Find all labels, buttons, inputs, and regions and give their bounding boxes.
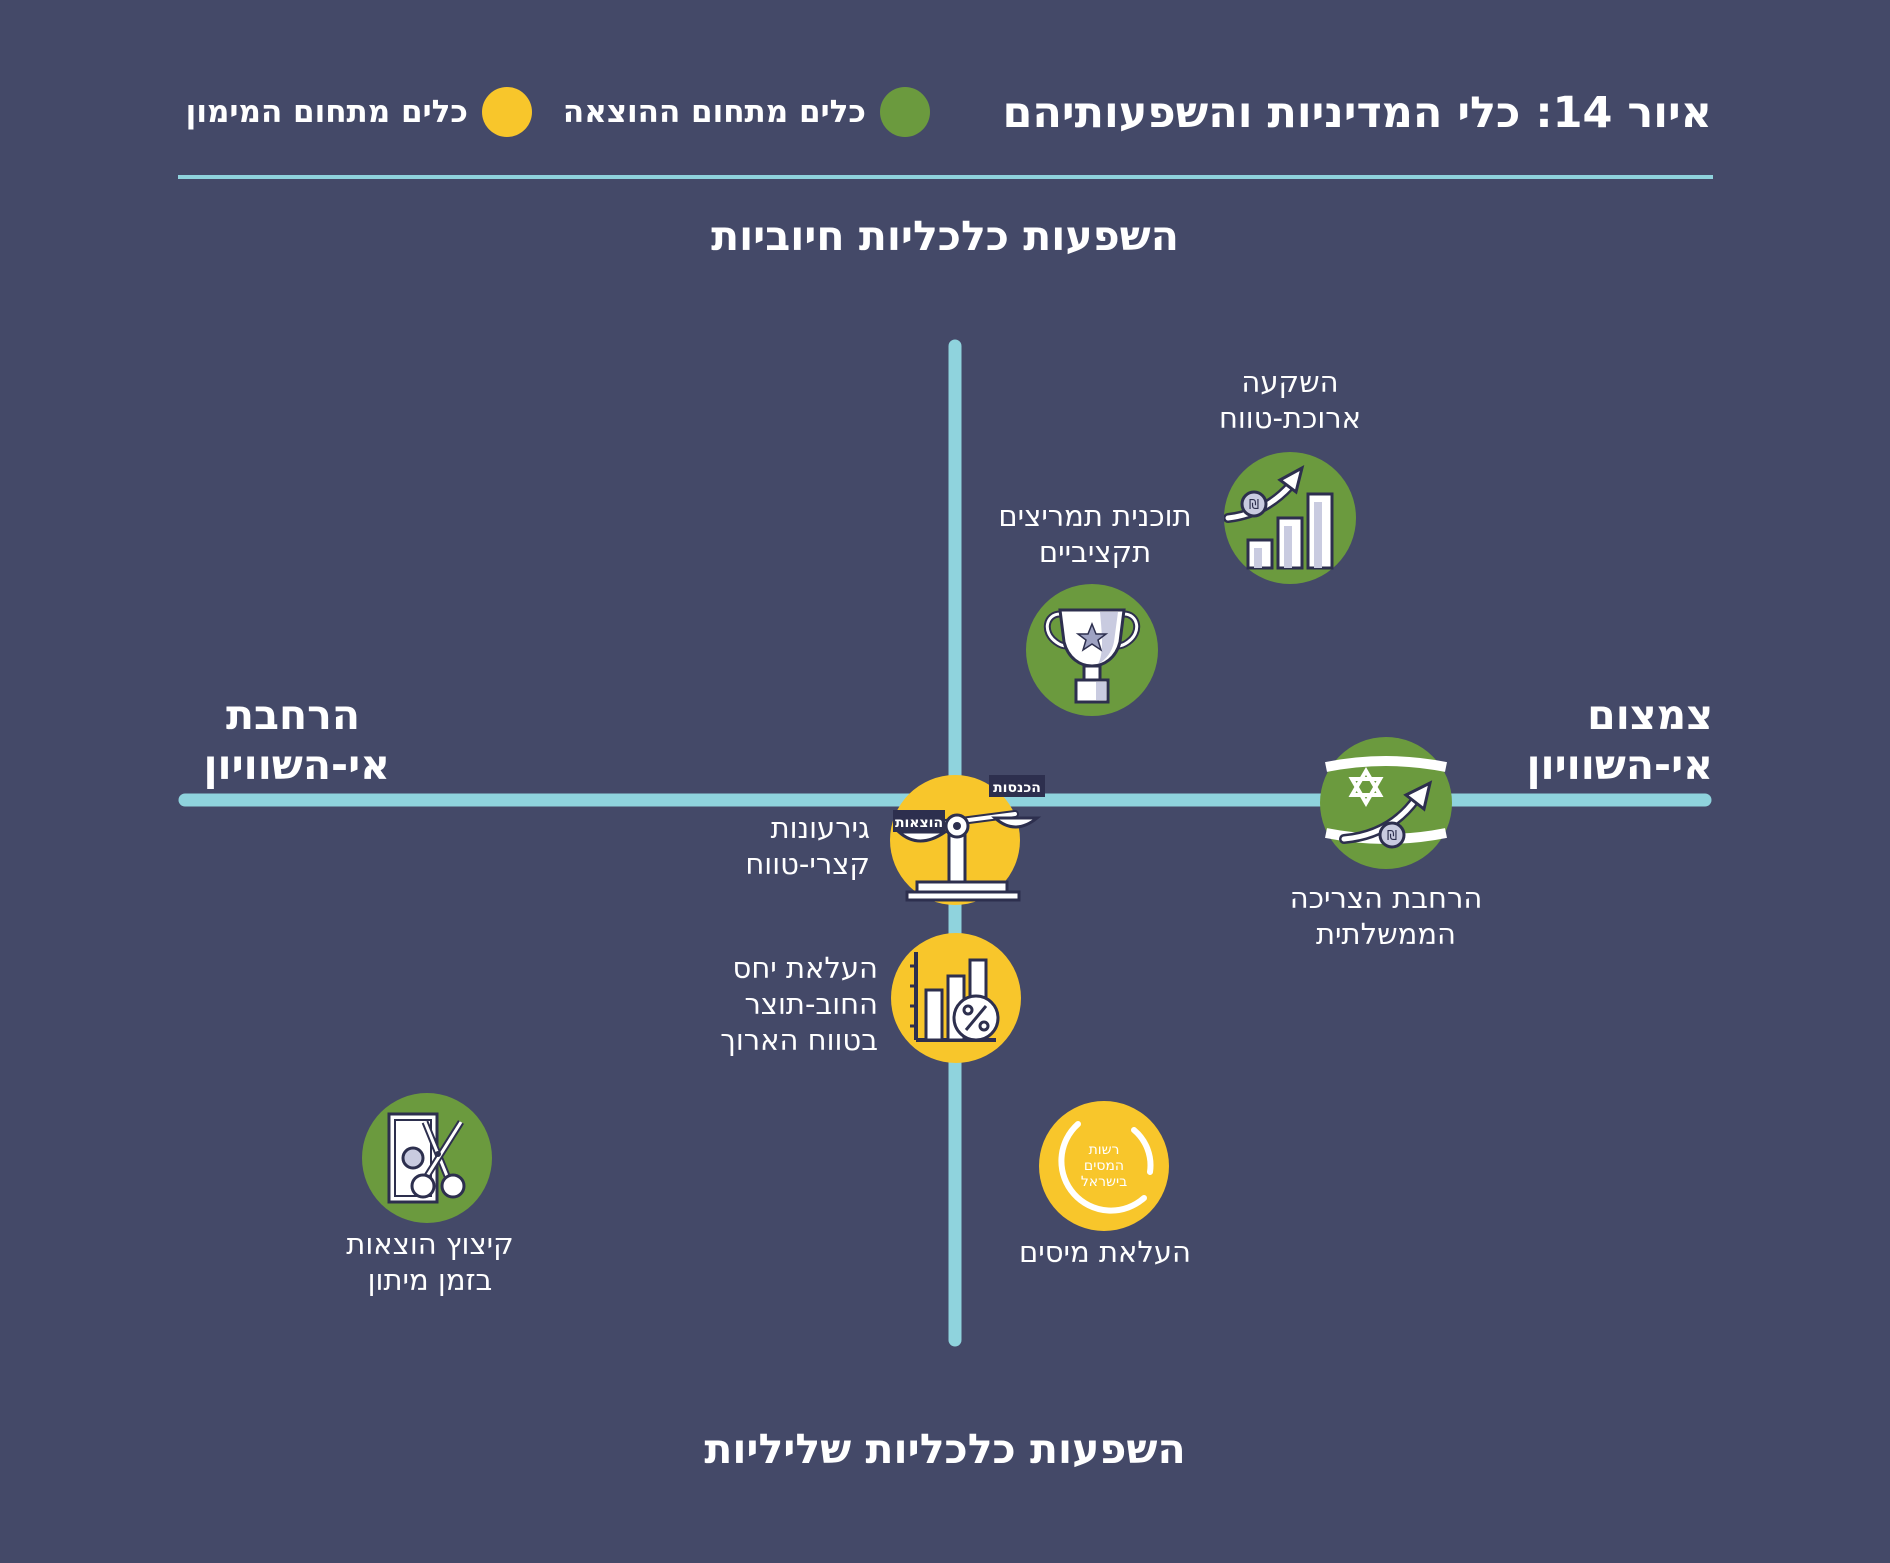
- label-short-term-deficit-line1: גירעונות: [770, 811, 870, 845]
- balance-scale-icon: הוצאות הכנסות: [885, 770, 1045, 910]
- axis-right-line2: אי-השוויון: [1526, 741, 1713, 789]
- growth-chart-icon: ₪: [1224, 452, 1356, 584]
- label-spending-cut-line1: קיצוץ הוצאות: [346, 1227, 514, 1261]
- label-fiscal-incentives-line1: תוכנית תמריצים: [998, 499, 1192, 533]
- label-long-term-investment: השקעה ארוכת-טווח: [1180, 364, 1400, 436]
- label-short-term-deficit: גירעונות קצרי-טווח: [720, 810, 870, 882]
- header-divider: [178, 175, 1713, 179]
- label-spending-cut-line2: בזמן מיתון: [367, 1263, 493, 1297]
- percent-chart-icon: [890, 932, 1022, 1064]
- israel-flag-icon: ₪: [1320, 737, 1452, 869]
- scale-left-tag: הוצאות: [895, 815, 943, 831]
- label-debt-ratio-line1: העלאת יחס: [732, 951, 879, 985]
- legend-financing-label: כלים מתחום המימון: [185, 94, 468, 130]
- tax-authority-logo-icon: רשות המסים בישראל: [1038, 1100, 1170, 1232]
- axis-right-label: צמצום אי-השוויון: [1526, 690, 1713, 790]
- label-fiscal-incentives-line2: תקציביים: [1038, 535, 1152, 569]
- legend-spending: כלים מתחום ההוצאה: [563, 86, 930, 138]
- axis-bottom-label: השפעות כלכליות שליליות: [704, 1425, 1186, 1473]
- label-tax-increase: העלאת מיסים: [1000, 1234, 1210, 1270]
- scissors-cut-money-icon: [361, 1092, 493, 1224]
- axis-left-label: הרחבת אי-השוויון: [180, 690, 390, 790]
- label-spending-cut: קיצוץ הוצאות בזמן מיתון: [315, 1226, 545, 1298]
- label-long-term-investment-line2: ארוכת-טווח: [1218, 401, 1362, 435]
- label-long-term-investment-line1: השקעה: [1241, 365, 1339, 399]
- tax-logo-line1: רשות: [1089, 1142, 1120, 1158]
- label-debt-ratio-line2: החוב-תוצר: [744, 987, 878, 1021]
- label-debt-ratio-line3: בטווח הארוך: [720, 1023, 878, 1057]
- legend-financing-dot: [482, 87, 532, 137]
- axis-left-line2: אי-השוויון: [203, 741, 390, 789]
- label-short-term-deficit-line2: קצרי-טווח: [745, 847, 870, 881]
- page-title: איור 14: כלי המדיניות והשפעותיהם: [1002, 88, 1712, 138]
- axis-left-line1: הרחבת: [225, 691, 360, 739]
- svg-text:₪: ₪: [1249, 498, 1259, 513]
- tax-logo-line2: המסים: [1084, 1158, 1124, 1174]
- axis-right-line1: צמצום: [1587, 691, 1713, 739]
- legend-financing: כלים מתחום המימון: [186, 86, 532, 138]
- label-debt-ratio: העלאת יחס החוב-תוצר בטווח הארוך: [690, 950, 878, 1058]
- scale-right-tag: הכנסות: [993, 780, 1041, 796]
- svg-text:₪: ₪: [1387, 829, 1397, 844]
- legend-spending-dot: [880, 87, 930, 137]
- label-gov-consumption-line2: הממשלתית: [1316, 917, 1456, 951]
- label-tax-increase-line1: העלאת מיסים: [1019, 1235, 1191, 1269]
- tax-logo-line3: בישראל: [1081, 1174, 1127, 1190]
- axis-top-label: השפעות כלכליות חיוביות: [711, 212, 1179, 260]
- label-gov-consumption-line1: הרחבת הצריכה: [1289, 881, 1483, 915]
- legend-spending-label: כלים מתחום ההוצאה: [562, 94, 866, 130]
- trophy-icon: [1026, 584, 1158, 716]
- label-fiscal-incentives: תוכנית תמריצים תקציביים: [975, 498, 1215, 570]
- label-gov-consumption: הרחבת הצריכה הממשלתית: [1270, 880, 1502, 952]
